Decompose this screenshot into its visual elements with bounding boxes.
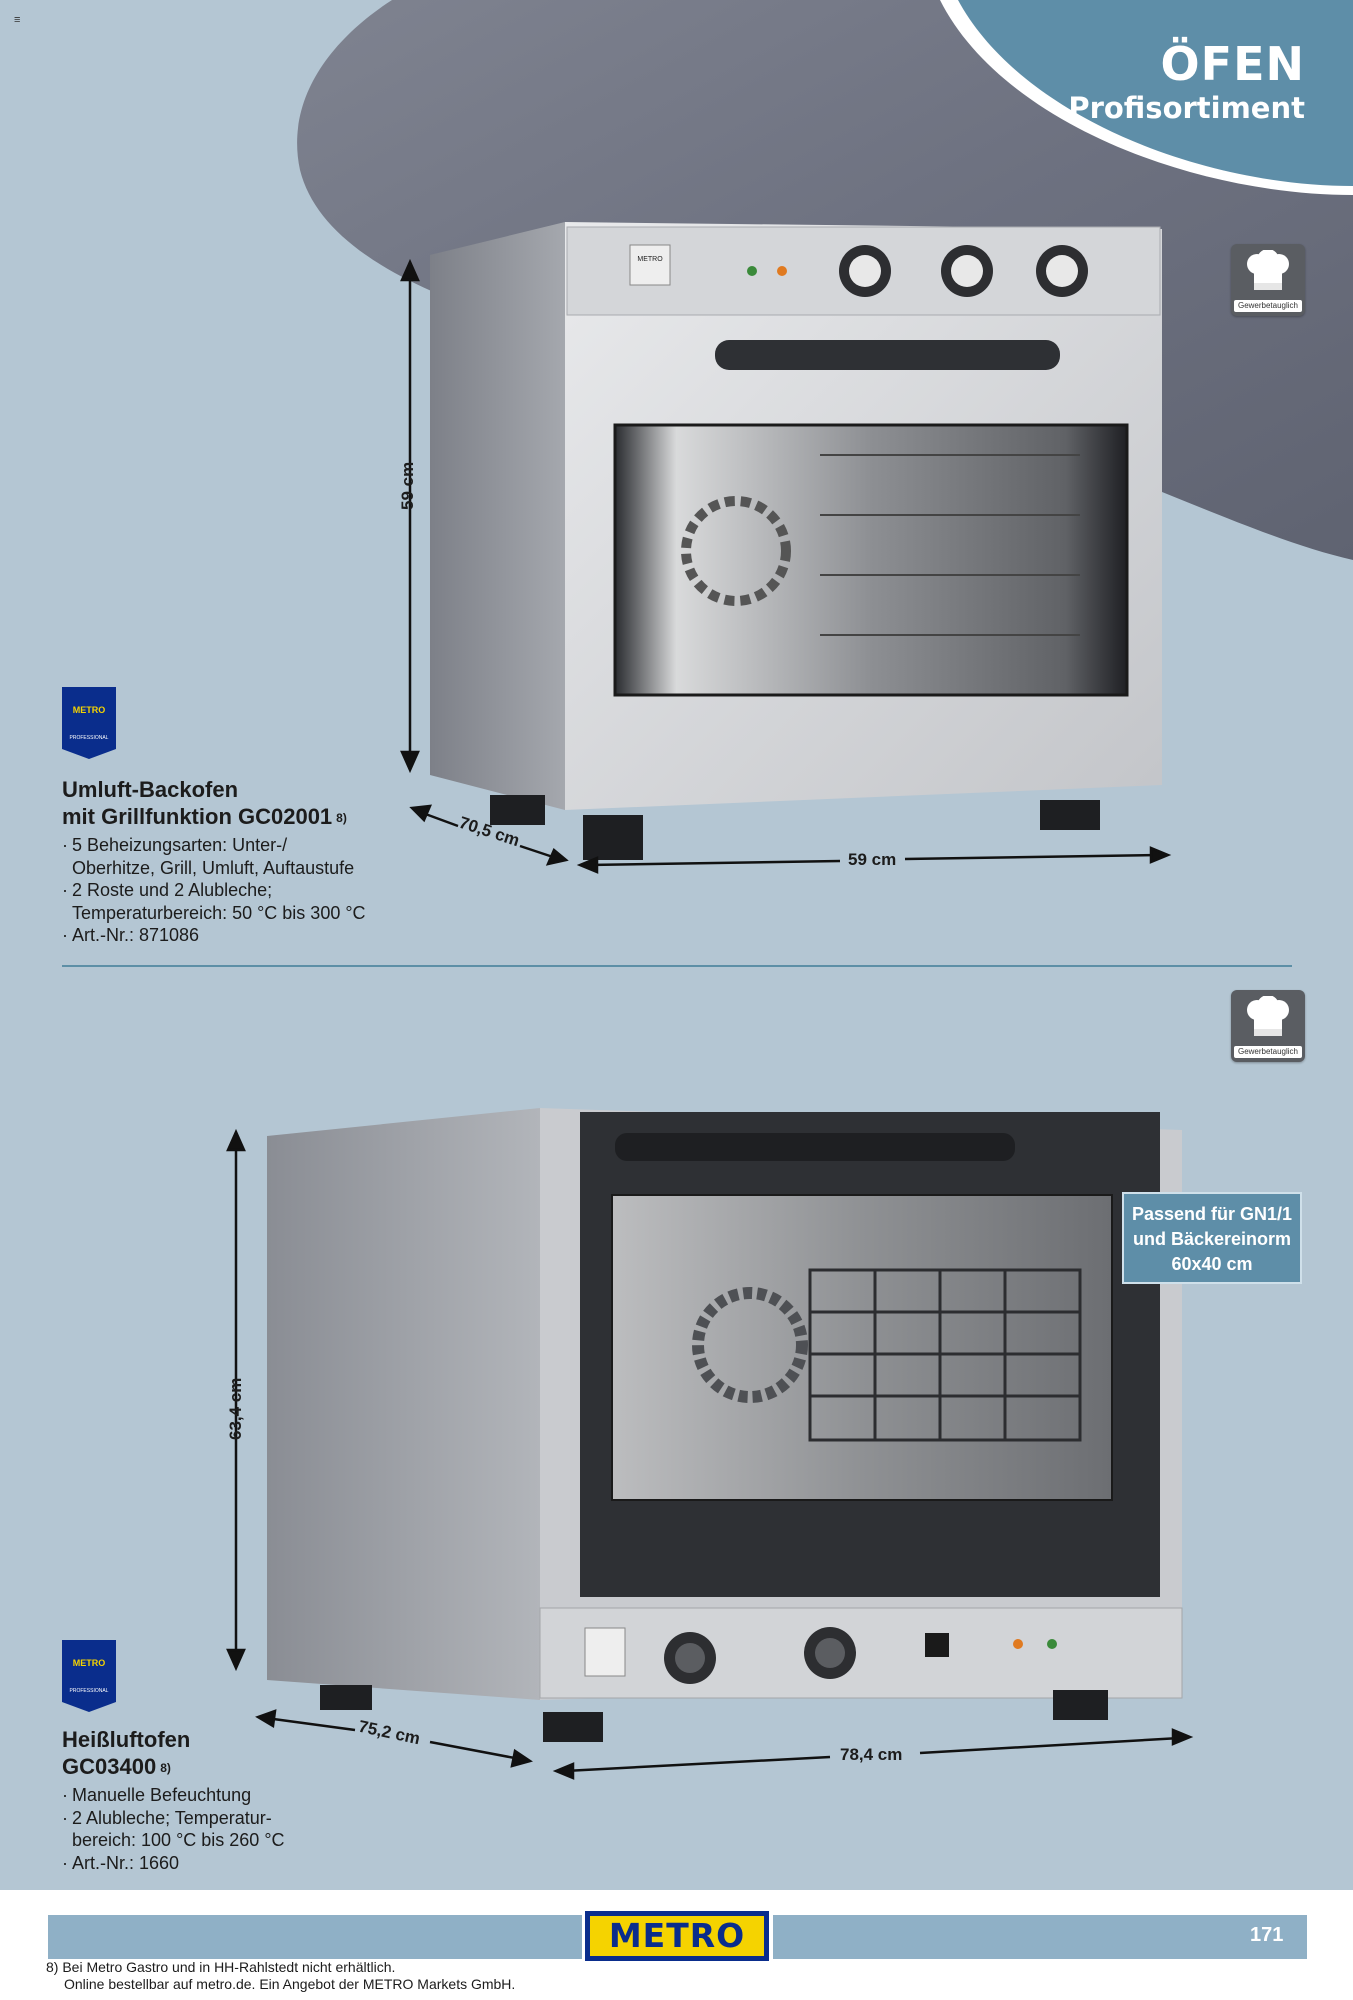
product1-title: Umluft-Backofen mit Grillfunktion GC0200… — [62, 776, 347, 830]
footnote-line: 8) Bei Metro Gastro und in HH-Rahlstedt … — [46, 1959, 396, 1975]
product1-title-line2: mit Grillfunktion GC02001 — [62, 804, 333, 829]
callout-line: 60x40 cm — [1171, 1254, 1253, 1274]
metro-logo: METRO — [585, 1911, 769, 1961]
product1-footnote-ref: 8) — [336, 811, 347, 825]
dimension-width-label: 59 cm — [848, 850, 897, 869]
list-item: Oberhitze, Grill, Umluft, Auftaustufe — [72, 857, 355, 878]
product1-feature-list: 5 Beheizungsarten: Unter-/ Oberhitze, Gr… — [62, 834, 366, 947]
list-item: bereich: 100 °C bis 260 °C — [72, 1830, 285, 1850]
dimension-lines-product2 — [226, 1128, 1194, 1780]
gewerbe-badge-label: Gewerbetauglich — [1234, 1046, 1302, 1058]
dimension-lines-product1 — [400, 258, 1172, 874]
size-callout-box: Passend für GN1/1 und Bäckereinorm 60x40… — [1122, 1192, 1302, 1284]
list-item: 2 Roste und 2 Alubleche; — [62, 879, 366, 902]
list-item: Temperaturbereich: 50 °C bis 300 °C — [72, 902, 366, 923]
metro-logo-text: METRO — [590, 1916, 764, 1956]
list-item: Art.-Nr.: 871086 — [62, 924, 366, 947]
product2-title-line2: GC03400 — [62, 1754, 157, 1779]
product2-title-line1: Heißluftofen — [62, 1727, 191, 1752]
footer-bar-right — [773, 1915, 1307, 1959]
metro-professional-logo — [62, 687, 116, 759]
dimension-width-label: 78,4 cm — [840, 1745, 903, 1764]
svg-text:METRO: METRO — [637, 256, 663, 263]
metro-pro-line: PROFESSIONAL — [69, 735, 109, 741]
metro-pro-brand: METRO — [72, 705, 106, 715]
list-item: 2 Alubleche; Temperatur- — [62, 1807, 285, 1830]
page-number: 171 — [1250, 1924, 1284, 1946]
callout-line: und Bäckereinorm — [1132, 1229, 1292, 1249]
gewerbe-badge-label: Gewerbetauglich — [1234, 300, 1302, 312]
product2-footnote-ref: 8) — [160, 1761, 171, 1775]
page-header: ÖFEN Profisortiment — [1068, 38, 1305, 126]
product-image-oven-gc02001: METRO — [430, 222, 1162, 860]
section-divider — [62, 965, 1292, 967]
page-subtitle: Profisortiment — [1068, 91, 1305, 125]
list-item: Manuelle Befeuchtung — [62, 1784, 285, 1807]
product2-feature-list: Manuelle Befeuchtung 2 Alubleche; Temper… — [62, 1784, 285, 1874]
dimension-height-label: 63,4 cm — [226, 1377, 245, 1440]
product1-title-line1: Umluft-Backofen — [62, 777, 239, 802]
gewerbe-badge-2: Gewerbetauglich — [1231, 990, 1305, 1062]
chef-hat-icon — [1247, 996, 1289, 1036]
chef-hat-icon — [1247, 250, 1289, 290]
list-item: Art.-Nr.: 1660 — [62, 1852, 285, 1875]
footnote: 8) Bei Metro Gastro und in HH-Rahlstedt … — [46, 1959, 515, 1993]
page-title: ÖFEN — [1160, 37, 1305, 91]
footnote-line: Online bestellbar auf metro.de. Ein Ange… — [64, 1976, 516, 1992]
callout-line: Passend für GN1/1 — [1131, 1204, 1293, 1224]
metro-professional-logo — [62, 1640, 116, 1712]
dimension-height-label: 59 cm — [398, 461, 417, 510]
metro-pro-brand: METRO — [72, 1658, 106, 1668]
menu-icon[interactable]: ≡ — [14, 14, 21, 26]
list-item: 5 Beheizungsarten: Unter-/ — [62, 834, 366, 857]
gewerbe-badge-1: Gewerbetauglich — [1231, 244, 1305, 316]
product-image-oven-gc03400 — [267, 1108, 1183, 1742]
metro-pro-line: PROFESSIONAL — [69, 1688, 109, 1694]
footer-bar-left — [48, 1915, 582, 1959]
